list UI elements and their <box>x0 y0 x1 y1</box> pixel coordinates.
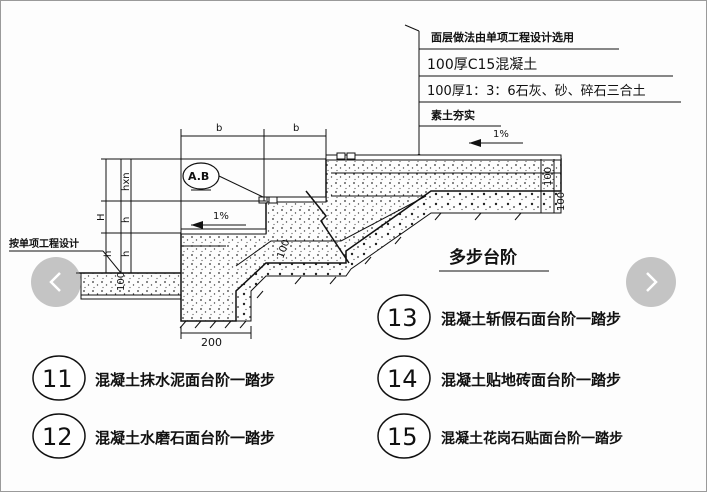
slope-lower-label: 1% <box>213 211 229 222</box>
dim-b-1: b <box>216 123 222 134</box>
left-note: 按单项工程设计 <box>9 237 122 274</box>
note-layer-3: 素土夯实 <box>431 108 475 122</box>
slope-arrow-upper: 1% <box>469 129 523 147</box>
item-15-number: 15 <box>387 423 418 451</box>
dim-100-right-b: 100 <box>556 192 567 211</box>
chevron-left-icon <box>49 272 61 292</box>
item-11-label: 混凝土抹水泥面台阶一踏步 <box>95 371 275 389</box>
dim-hxn: hxn <box>121 172 132 191</box>
section-tag: A.B <box>182 162 264 198</box>
item-12: 12 混凝土水磨石面台阶一踏步 <box>32 413 275 459</box>
stair-section <box>76 152 562 329</box>
item-14: 14 混凝土贴地砖面台阶一踏步 <box>377 355 621 401</box>
note-layer-1: 100厚C15混凝土 <box>427 57 537 73</box>
dim-200: 200 <box>201 336 222 349</box>
slope-arrow-lower: 1% <box>191 211 246 229</box>
item-12-label: 混凝土水磨石面台阶一踏步 <box>95 429 275 447</box>
dim-h-2: h <box>121 251 132 257</box>
item-11-number: 11 <box>42 365 73 393</box>
dim-H: H <box>96 213 107 221</box>
diagram-title: 多步台阶 <box>449 247 518 268</box>
item-13-number: 13 <box>387 304 418 332</box>
item-15-label: 混凝土花岗石贴面台阶一踏步 <box>441 430 623 447</box>
dim-100-left: 100 <box>116 272 127 291</box>
item-14-label: 混凝土贴地砖面台阶一踏步 <box>441 371 621 389</box>
slope-upper-label: 1% <box>493 129 509 140</box>
note-top: 面层做法由单项工程设计选用 <box>431 30 574 44</box>
chevron-right-icon <box>646 272 658 292</box>
dim-b-2: b <box>293 123 299 134</box>
left-note-text: 按单项工程设计 <box>9 237 79 250</box>
next-image-button[interactable] <box>626 257 676 307</box>
item-13-label: 混凝土斩假石面台阶一踏步 <box>441 310 621 328</box>
dim-h-3: h <box>103 251 114 257</box>
item-12-number: 12 <box>42 423 73 451</box>
dim-100-right-a: 100 <box>543 167 554 186</box>
item-13: 13 混凝土斩假石面台阶一踏步 <box>377 294 621 340</box>
note-layer-2: 100厚1：3：6石灰、砂、碎石三合土 <box>427 84 646 99</box>
item-11: 11 混凝土抹水泥面台阶一踏步 <box>32 355 275 401</box>
layer-notes: 面层做法由单项工程设计选用 100厚C15混凝土 100厚1：3：6石灰、砂、碎… <box>404 24 681 158</box>
section-tag-label: A.B <box>188 170 209 183</box>
dimension-lines <box>101 129 555 339</box>
item-15: 15 混凝土花岗石贴面台阶一踏步 <box>377 413 623 459</box>
dim-h-1: h <box>121 217 132 223</box>
dimension-labels: b b hxn h h H 100 100 100 100 200 h <box>96 123 567 349</box>
item-14-number: 14 <box>387 365 418 393</box>
prev-image-button[interactable] <box>31 257 81 307</box>
